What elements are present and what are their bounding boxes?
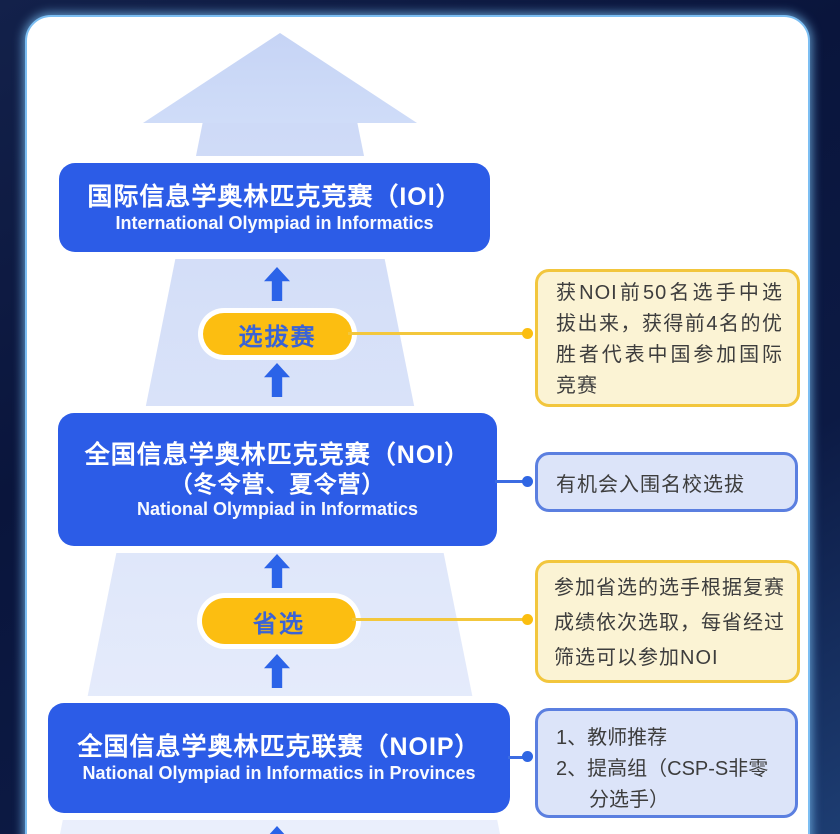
connector-line-noip — [508, 756, 528, 759]
stage-box-noi: 全国信息学奥林匹克竞赛（NOI） （冬令营、夏令营） National Olym… — [58, 413, 497, 546]
note-selection: 获NOI前50名选手中选拔出来，获得前4名的优胜者代表中国参加国际竞赛 — [535, 269, 800, 407]
connector-dot-provincial — [522, 614, 533, 625]
connector-dot-noip — [522, 751, 533, 762]
note-noi: 有机会入围名校选拔 — [535, 452, 798, 512]
stage-box-noip: 全国信息学奥林匹克联赛（NOIP） National Olympiad in I… — [48, 703, 510, 813]
note-noi-text: 有机会入围名校选拔 — [556, 473, 745, 496]
badge-provincial: 省选 — [202, 598, 356, 644]
stage-noi-title: 全国信息学奥林匹克竞赛（NOI） — [84, 440, 471, 469]
note-selection-text: 获NOI前50名选手中选拔出来，获得前4名的优胜者代表中国参加国际竞赛 — [556, 282, 783, 397]
stage-noip-title: 全国信息学奥林匹克联赛（NOIP） — [77, 733, 481, 761]
stage-box-ioi: 国际信息学奥林匹克竞赛（IOI） International Olympiad … — [59, 163, 490, 252]
note-provincial: 参加省选的选手根据复赛成绩依次选取，每省经过筛选可以参加NOI — [535, 560, 800, 683]
connector-line-noi — [495, 480, 529, 483]
badge-selection: 选拔赛 — [203, 313, 352, 355]
note-noip: 1、教师推荐 2、提高组（CSP-S非零分选手） — [535, 708, 798, 818]
up-arrow-icon — [264, 826, 290, 834]
badge-selection-label: 选拔赛 — [238, 323, 317, 351]
badge-provincial-label: 省选 — [253, 610, 305, 638]
stage-noi-subtitle: National Olympiad in Informatics — [136, 498, 419, 519]
note-noip-item: 1、教师推荐 — [556, 727, 668, 749]
note-noip-item: 2、提高组（CSP-S非零分选手） — [556, 758, 769, 811]
stage-ioi-subtitle: International Olympiad in Informatics — [115, 212, 434, 233]
stage-ioi-title: 国际信息学奥林匹克竞赛（IOI） — [87, 182, 462, 211]
note-provincial-text: 参加省选的选手根据复赛成绩依次选取，每省经过筛选可以参加NOI — [554, 577, 785, 669]
connector-dot-noi — [522, 476, 533, 487]
connector-line-selection — [348, 332, 528, 335]
stage-noi-title2: （冬令营、夏令营） — [169, 470, 386, 497]
connector-dot-selection — [522, 328, 533, 339]
stage-noip-subtitle: National Olympiad in Informatics in Prov… — [82, 763, 476, 783]
connector-line-provincial — [352, 618, 528, 621]
